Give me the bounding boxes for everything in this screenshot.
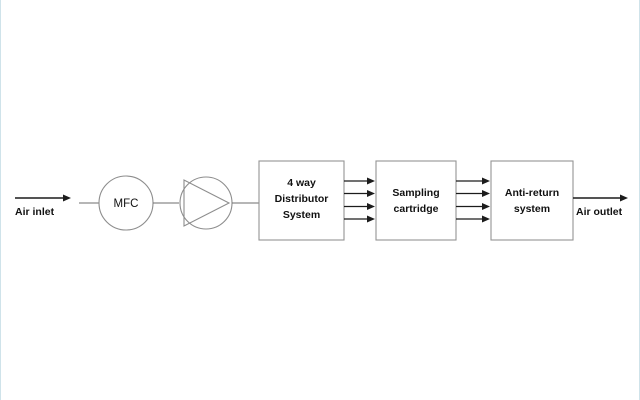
cartridge-label-line-1: Sampling: [392, 187, 439, 199]
node-pump[interactable]: [179, 176, 233, 230]
node-mfc[interactable]: MFC: [98, 175, 154, 231]
node-anti-return-system[interactable]: Anti-return system: [490, 160, 574, 241]
sampling-cartridge-box-icon: [375, 160, 457, 241]
arrow-right-icon: [367, 190, 375, 197]
pump-icon: [179, 176, 233, 230]
arrow-right-icon: [367, 203, 375, 210]
arrows-cartridge-to-antireturn: [456, 177, 490, 223]
anti-return-box-icon: [490, 160, 574, 241]
arrow-right-icon: [63, 194, 71, 202]
node-distributor[interactable]: 4 way Distributor System: [258, 160, 345, 241]
arrow-right-icon: [482, 203, 490, 210]
air-outlet-label: Air outlet: [576, 206, 623, 218]
arrows-distributor-to-cartridge: [344, 177, 375, 223]
arrow-right-icon: [482, 190, 490, 197]
air-inlet-group: Air inlet: [15, 194, 71, 218]
distributor-label-line-3: System: [283, 209, 320, 221]
distributor-label-line-2: Distributor: [275, 193, 329, 205]
arrow-right-icon: [482, 177, 490, 185]
node-sampling-cartridge[interactable]: Sampling cartridge: [375, 160, 457, 241]
arrow-right-icon: [482, 215, 490, 223]
antireturn-label-line-1: Anti-return: [505, 187, 559, 199]
air-outlet-group: Air outlet: [573, 194, 628, 218]
cartridge-label-line-2: cartridge: [394, 203, 439, 215]
arrow-right-icon: [620, 194, 628, 202]
arrow-right-icon: [367, 177, 375, 185]
arrow-right-icon: [367, 215, 375, 223]
air-inlet-label: Air inlet: [15, 206, 55, 218]
distributor-box-icon: [258, 160, 345, 241]
distributor-label-line-1: 4 way: [287, 177, 316, 189]
antireturn-label-line-2: system: [514, 203, 550, 215]
pump-triangle-icon: [183, 179, 231, 227]
mfc-label: MFC: [114, 198, 139, 210]
